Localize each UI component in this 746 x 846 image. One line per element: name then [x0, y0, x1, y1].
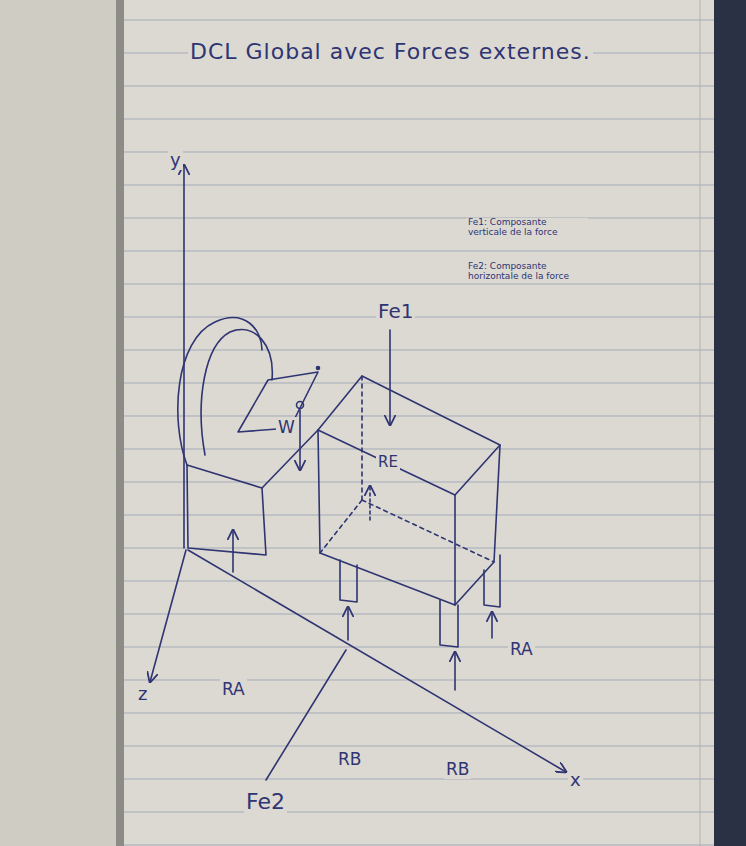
force-label: Fe1: [376, 299, 415, 323]
free-body-sketch: [150, 165, 566, 780]
page-title: DCL Global avec Forces externes.: [188, 39, 593, 64]
ruled-line: [124, 416, 714, 417]
margin-line: [700, 0, 701, 846]
binding: [116, 0, 124, 846]
ruled-line: [124, 383, 714, 384]
axis-label: y: [168, 149, 183, 170]
label-holder: RB: [444, 760, 471, 779]
label-holder: RA: [220, 680, 247, 699]
title-holder: DCL Global avec Forces externes.: [188, 40, 593, 64]
ruled-line: [124, 251, 714, 252]
ruled-line: [124, 119, 714, 120]
note-text: Fe2: Composante horizontale de la force: [466, 262, 588, 282]
ruled-line: [124, 482, 714, 483]
label-holder: RB: [336, 750, 363, 769]
ruled-line: [124, 581, 714, 582]
ruled-line: [124, 713, 714, 714]
ruled-line: [124, 284, 714, 285]
note-text: Fe1: Composante verticale de la force: [466, 218, 588, 238]
label-holder: RE: [376, 452, 400, 471]
ruled-line: [124, 449, 714, 450]
ruled-line: [124, 548, 714, 549]
reaction-label: RB: [336, 749, 363, 769]
ruled-line: [124, 845, 714, 846]
label-holder: Fe1: [376, 300, 415, 322]
reaction-label: RA: [220, 679, 247, 699]
ruled-lines: [124, 20, 714, 845]
notebook-page: [124, 0, 714, 846]
ruled-line: [124, 812, 714, 813]
left-page: [0, 0, 118, 846]
ruled-line: [124, 779, 714, 780]
ruled-line: [124, 746, 714, 747]
ruled-line: [124, 614, 714, 615]
reaction-label: RE: [376, 453, 400, 471]
force-label: W: [276, 417, 297, 437]
force-label: Fe2: [244, 789, 287, 814]
ruled-line: [124, 86, 714, 87]
label-holder: x: [568, 770, 583, 790]
ruled-line: [124, 20, 714, 21]
ruled-line: [124, 515, 714, 516]
label-holder: Fe2: Composante horizontale de la force: [466, 262, 588, 282]
reaction-label: RA: [508, 639, 535, 659]
ruled-line: [124, 218, 714, 219]
label-holder: RA: [508, 640, 535, 659]
label-holder: W: [276, 418, 297, 437]
label-holder: z: [136, 684, 149, 704]
reaction-label: RB: [444, 759, 471, 779]
axis-label: z: [136, 683, 149, 704]
label-holder: Fe1: Composante verticale de la force: [466, 218, 588, 238]
label-holder: Fe2: [244, 790, 287, 814]
label-holder: y: [168, 150, 183, 170]
ruled-line: [124, 317, 714, 318]
notebook-cover: [714, 0, 746, 846]
ruled-line: [124, 680, 714, 681]
ruled-line: [124, 185, 714, 186]
ruled-line: [124, 152, 714, 153]
axis-label: x: [568, 769, 583, 790]
ruled-line: [124, 647, 714, 648]
